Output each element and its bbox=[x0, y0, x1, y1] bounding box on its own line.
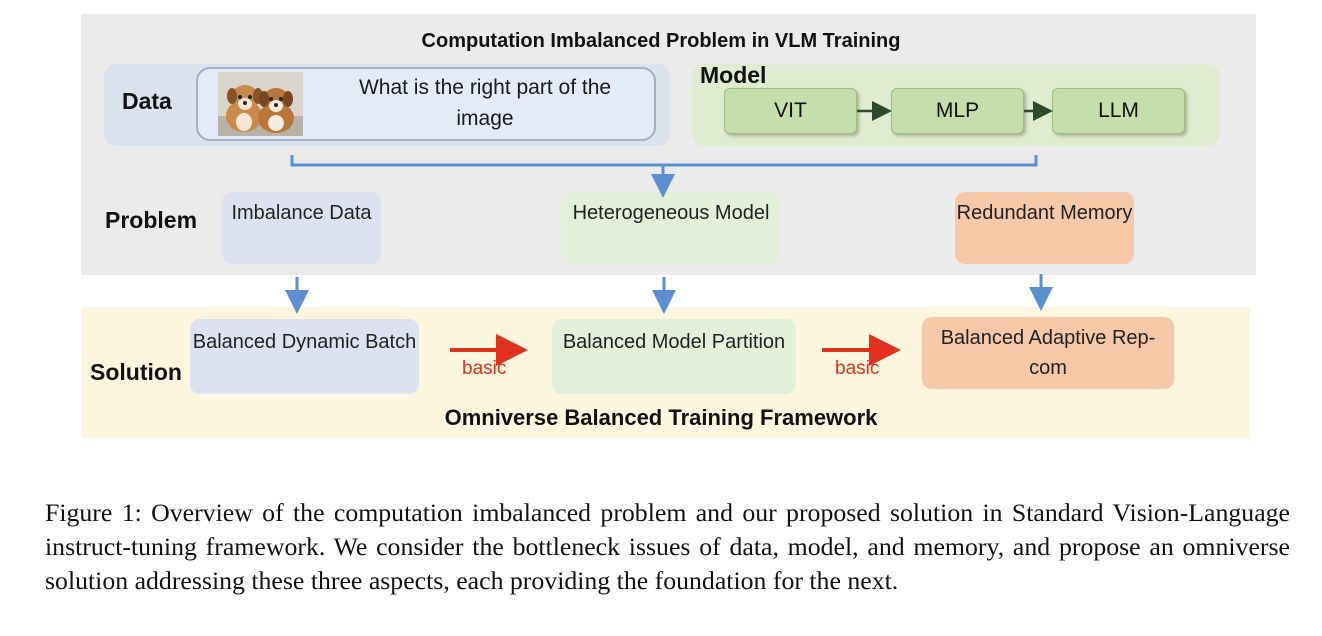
problem-label: Problem bbox=[105, 207, 198, 233]
data-question-text: What is the right part of the image bbox=[358, 76, 612, 130]
model-label: Model bbox=[700, 62, 767, 88]
basic-label-2: basic bbox=[835, 358, 880, 379]
merge-bracket bbox=[290, 155, 1038, 167]
diagram-title: Computation Imbalanced Problem in VLM Tr… bbox=[421, 30, 901, 52]
model-component-llm: LLM bbox=[1052, 88, 1185, 134]
solution-label: Solution bbox=[90, 359, 182, 385]
solution-balanced-adaptive-rep-com: Balanced Adaptive Rep-com bbox=[922, 317, 1174, 389]
data-label: Data bbox=[122, 88, 172, 114]
figure-caption: Figure 1: Overview of the computation im… bbox=[45, 498, 1290, 595]
problem-imbalance-data: Imbalance Data bbox=[222, 192, 381, 264]
solution-balanced-dynamic-batch: Balanced Dynamic Batch bbox=[190, 319, 419, 394]
problem-redundant-memory: Redundant Memory bbox=[955, 192, 1134, 264]
puppies-image bbox=[218, 72, 303, 136]
model-component-vit: VIT bbox=[724, 88, 857, 134]
solution-balanced-model-partition: Balanced Model Partition bbox=[552, 319, 796, 394]
model-component-mlp: MLP bbox=[891, 88, 1024, 134]
basic-label-1: basic bbox=[462, 358, 507, 379]
framework-title: Omniverse Balanced Training Framework bbox=[444, 405, 878, 430]
problem-heterogeneous-model: Heterogeneous Model bbox=[562, 192, 780, 264]
